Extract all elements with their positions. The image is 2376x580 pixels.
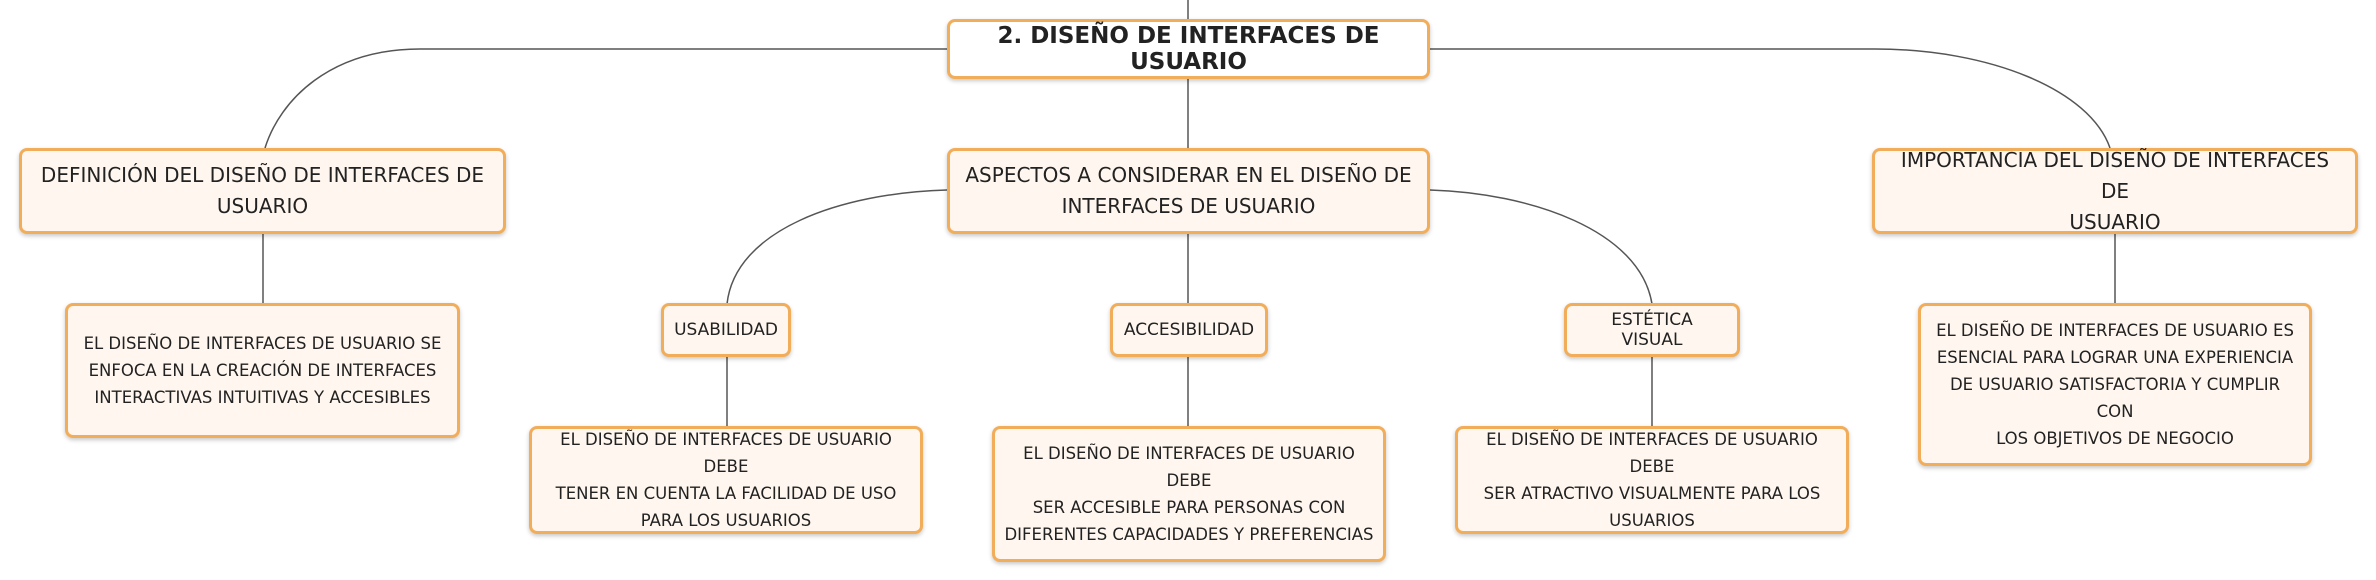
node-importancia-label: IMPORTANCIA DEL DISEÑO DE INTERFACES DE …: [1900, 147, 2330, 234]
node-importancia-description[interactable]: EL DISEÑO DE INTERFACES DE USUARIO ES ES…: [1918, 303, 2312, 466]
node-estetica-visual[interactable]: ESTÉTICA VISUAL: [1564, 303, 1740, 357]
node-accesibilidad-label: ACCESIBILIDAD: [1123, 320, 1255, 340]
node-usabilidad-description[interactable]: EL DISEÑO DE INTERFACES DE USUARIO DEBE …: [529, 426, 923, 534]
node-usabilidad-description-text: EL DISEÑO DE INTERFACES DE USUARIO DEBE …: [555, 430, 897, 530]
node-estetica-description[interactable]: EL DISEÑO DE INTERFACES DE USUARIO DEBE …: [1455, 426, 1849, 534]
node-estetica-visual-label: ESTÉTICA VISUAL: [1611, 310, 1693, 350]
node-definicion-description[interactable]: EL DISEÑO DE INTERFACES DE USUARIO SE EN…: [65, 303, 460, 438]
node-importancia-description-text: EL DISEÑO DE INTERFACES DE USUARIO ES ES…: [1936, 321, 2294, 448]
node-definicion-label: DEFINICIÓN DEL DISEÑO DE INTERFACES DE U…: [40, 163, 485, 218]
node-accesibilidad-description-text: EL DISEÑO DE INTERFACES DE USUARIO DEBE …: [1004, 444, 1374, 544]
node-accesibilidad[interactable]: ACCESIBILIDAD: [1110, 303, 1268, 357]
connector-aspectos-estetica: [1429, 189, 1653, 305]
node-definicion-description-text: EL DISEÑO DE INTERFACES DE USUARIO SE EN…: [83, 334, 442, 407]
node-aspectos[interactable]: ASPECTOS A CONSIDERAR EN EL DISEÑO DE IN…: [947, 148, 1430, 234]
node-definicion[interactable]: DEFINICIÓN DEL DISEÑO DE INTERFACES DE U…: [19, 148, 506, 234]
node-aspectos-label: ASPECTOS A CONSIDERAR EN EL DISEÑO DE IN…: [965, 163, 1412, 218]
node-importancia[interactable]: IMPORTANCIA DEL DISEÑO DE INTERFACES DE …: [1872, 148, 2358, 234]
root-node[interactable]: 2. DISEÑO DE INTERFACES DE USUARIO: [947, 19, 1430, 79]
connector-root-definicion: [264, 48, 947, 149]
node-usabilidad-label: USABILIDAD: [674, 320, 778, 340]
node-usabilidad[interactable]: USABILIDAD: [661, 303, 791, 357]
root-label: 2. DISEÑO DE INTERFACES DE USUARIO: [997, 23, 1380, 75]
node-estetica-description-text: EL DISEÑO DE INTERFACES DE USUARIO DEBE …: [1483, 430, 1821, 530]
connector-aspectos-usabilidad: [726, 189, 948, 305]
connector-root-importancia: [1430, 48, 2111, 149]
node-accesibilidad-description[interactable]: EL DISEÑO DE INTERFACES DE USUARIO DEBE …: [992, 426, 1386, 562]
